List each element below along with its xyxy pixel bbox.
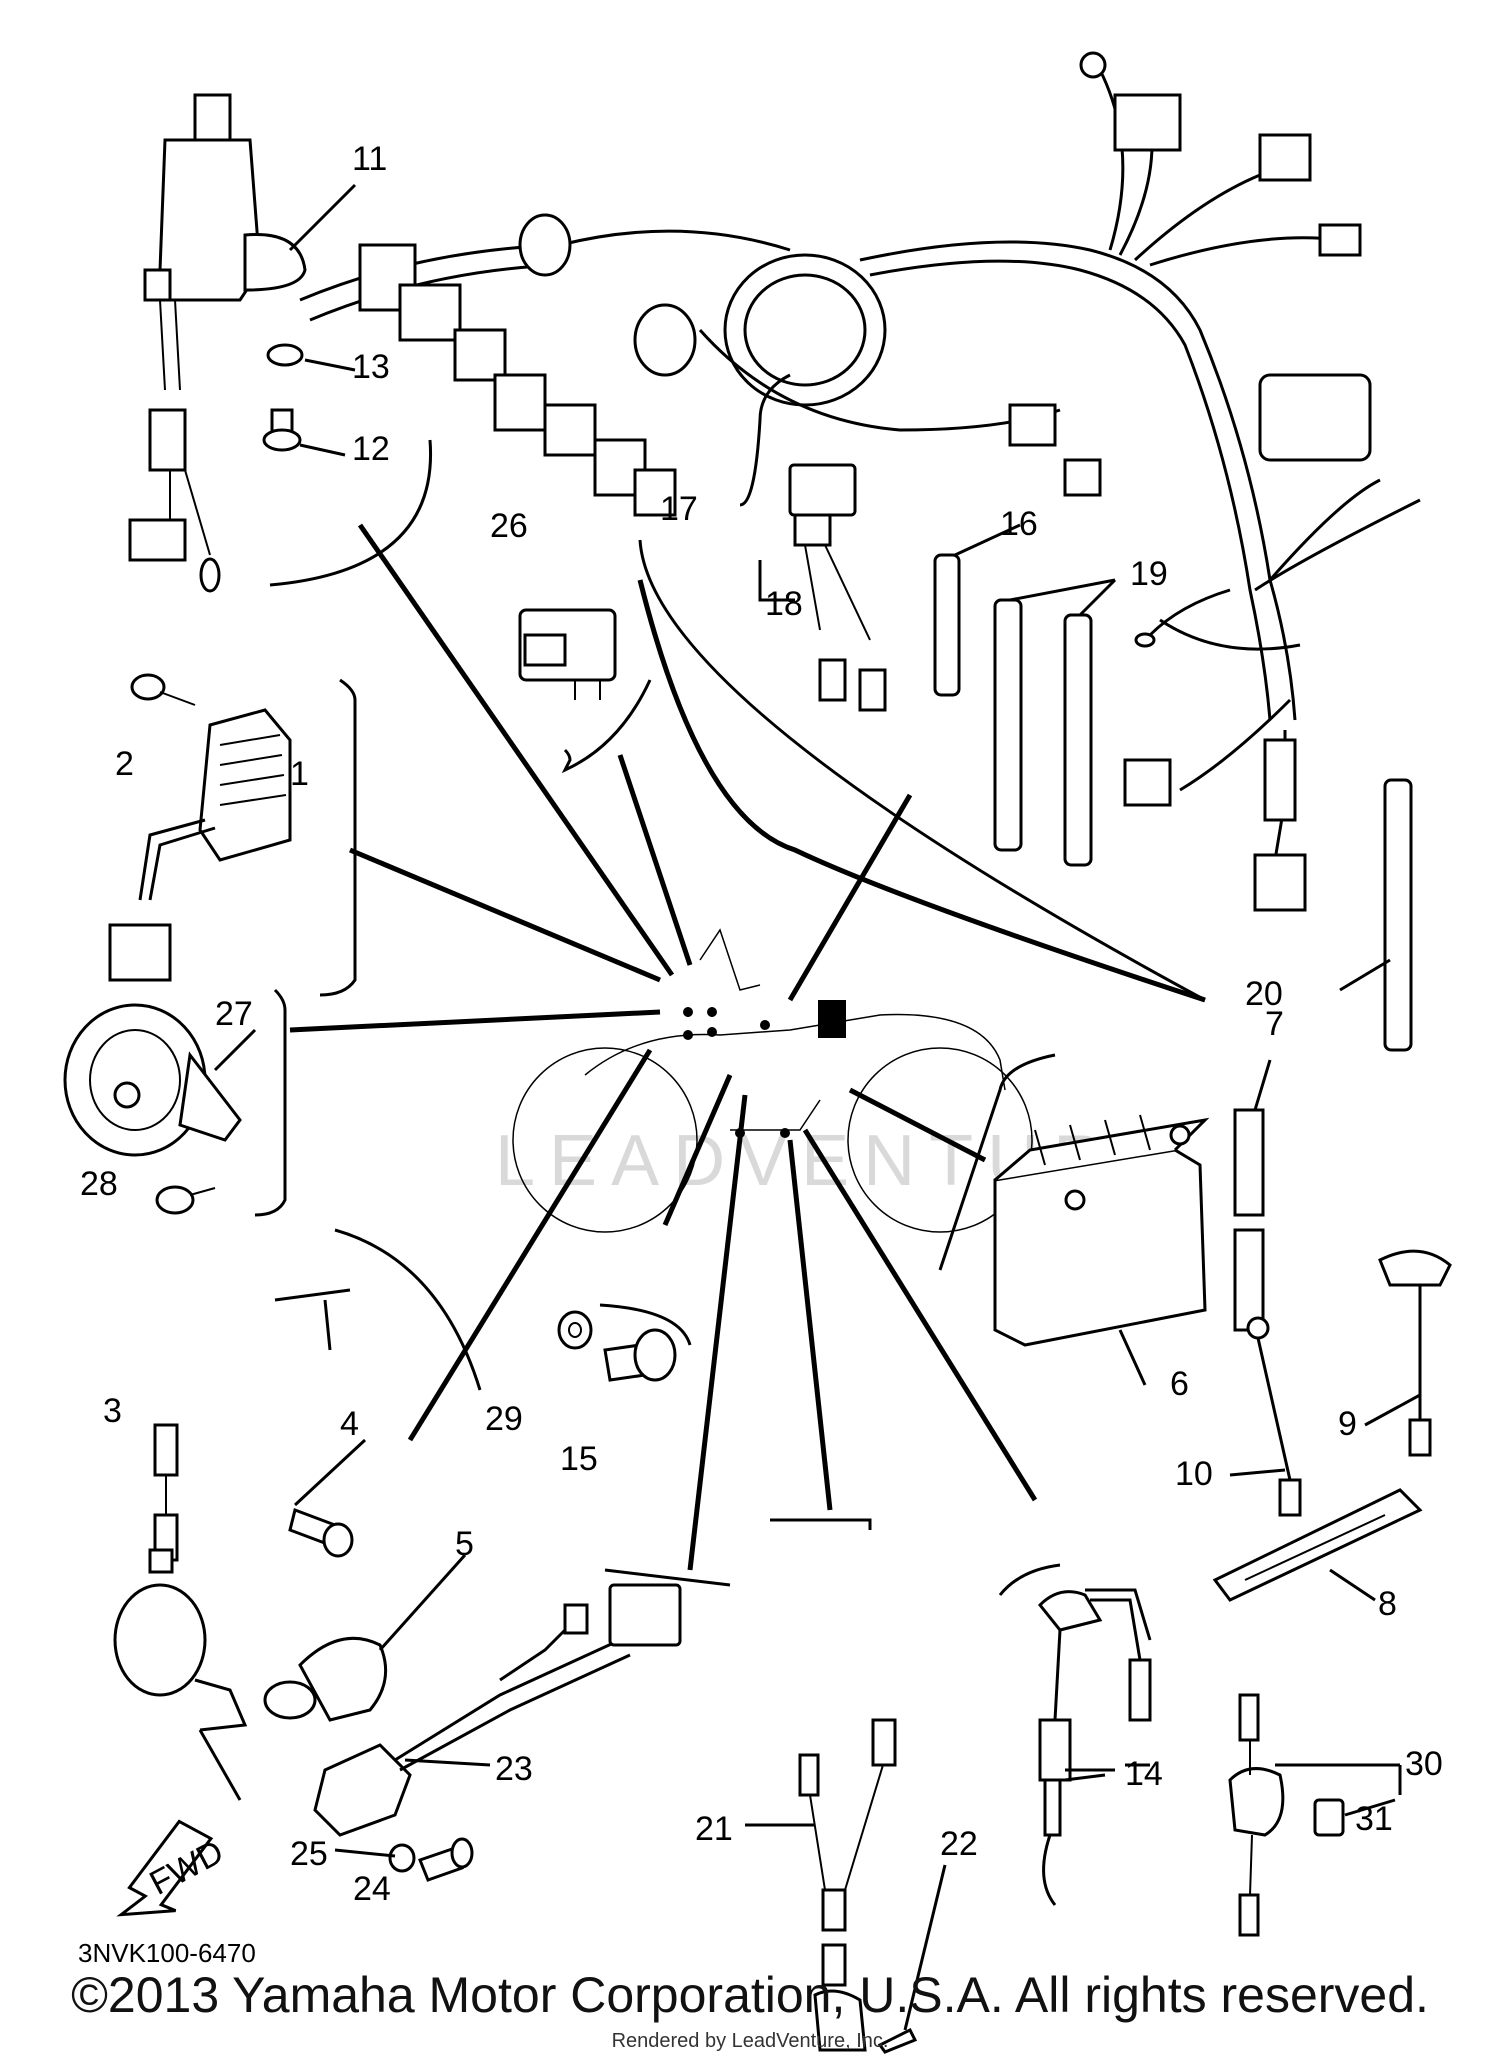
part-label-15: 15 (560, 1440, 598, 1478)
part-label-6: 6 (1170, 1365, 1189, 1403)
ignition-coil (113, 1423, 248, 1732)
fuse-31 (1313, 1798, 1345, 1837)
part-label-16: 16 (1000, 505, 1038, 543)
part-label-4: 4 (340, 1405, 359, 1443)
cable-tie-16 (933, 553, 961, 697)
part-label-3: 3 (103, 1392, 122, 1430)
bolt-15 (603, 1328, 677, 1382)
leader-lines (289, 523, 1206, 1571)
forward-arrow-icon: FWD (116, 1819, 230, 1917)
part-label-12: 12 (352, 430, 390, 468)
part-label-2: 2 (115, 745, 134, 783)
horn (63, 1003, 242, 1157)
part-label-28: 28 (80, 1165, 118, 1203)
part-label-1: 1 (290, 755, 309, 793)
part-label-21: 21 (695, 1810, 733, 1848)
part-label-5: 5 (455, 1525, 474, 1563)
part-number-labels: 1 2 3 4 5 6 7 8 9 10 11 12 13 14 15 16 1… (80, 140, 1443, 1908)
part-label-26: 26 (490, 507, 528, 545)
washer-29 (557, 1310, 593, 1350)
washer-13 (266, 343, 304, 367)
washer-25 (388, 1843, 416, 1873)
motorcycle-outline (512, 928, 1033, 1233)
part-label-20: 20 (1245, 975, 1283, 1013)
part-label-7: 7 (1265, 1005, 1284, 1043)
group-brackets (254, 439, 1206, 1596)
part-label-31: 31 (1355, 1800, 1393, 1838)
part-label-30: 30 (1405, 1745, 1443, 1783)
sensor-14 (1037, 1588, 1152, 1906)
part-label-24: 24 (353, 1870, 391, 1908)
relay-18 (788, 463, 887, 712)
ignition-switch (128, 93, 307, 593)
screw-4 (288, 1508, 354, 1558)
screw-12 (262, 408, 302, 452)
part-label-18: 18 (765, 585, 803, 623)
callout-lines (198, 183, 1421, 2031)
part-label-10: 10 (1175, 1455, 1213, 1493)
part-label-27: 27 (215, 995, 253, 1033)
cable-tie-20 (1383, 778, 1413, 1052)
part-label-14: 14 (1125, 1755, 1163, 1793)
battery (993, 1114, 1210, 1347)
part-label-19: 19 (1130, 555, 1168, 593)
part-label-9: 9 (1338, 1405, 1357, 1443)
bolt-28 (155, 1185, 216, 1215)
copyright-notice: ©2013 Yamaha Motor Corporation, U.S.A. A… (71, 1967, 1429, 2023)
part-label-13: 13 (352, 348, 390, 386)
battery-location-marker (818, 1000, 846, 1038)
part-label-29: 29 (485, 1400, 523, 1438)
fuse-holder-30 (1228, 1693, 1285, 1937)
cable-tie-19 (993, 598, 1093, 867)
part-label-22: 22 (940, 1825, 978, 1863)
plug-cap-5 (263, 1636, 388, 1722)
breather-hose (1233, 1108, 1265, 1332)
wire-harness (299, 51, 1421, 912)
ground-lead-10 (1246, 1316, 1302, 1517)
cdi-unit (313, 1583, 682, 1837)
rectifier-regulator (108, 708, 292, 982)
part-label-11: 11 (352, 140, 387, 178)
part-label-23: 23 (495, 1750, 533, 1788)
part-label-25: 25 (290, 1835, 328, 1873)
battery-band-8 (1212, 1488, 1423, 1602)
part-label-17: 17 (660, 490, 698, 528)
screw-2 (130, 673, 196, 706)
relay-26 (518, 608, 617, 700)
bolt-24 (418, 1837, 474, 1882)
drawing-code: 3NVK100-6470 (78, 1938, 256, 1968)
battery-lead-9 (1378, 1249, 1452, 1457)
sensor-21 (798, 1718, 897, 2052)
part-label-8: 8 (1378, 1585, 1397, 1623)
rendered-by-credit: Rendered by LeadVenture, Inc. (611, 2030, 889, 2052)
screw-22 (877, 2027, 918, 2054)
